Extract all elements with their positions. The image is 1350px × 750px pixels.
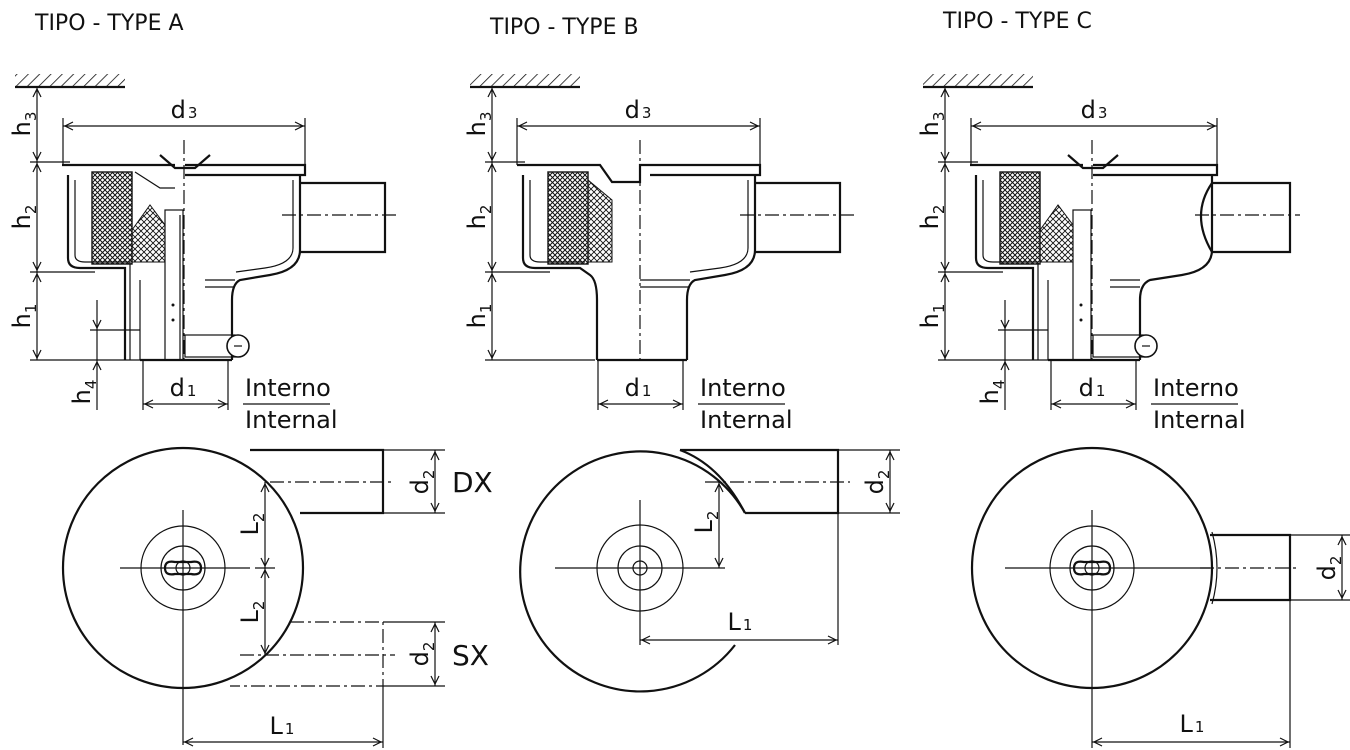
type-b-h3-label: h3 bbox=[463, 112, 495, 137]
type-c-d3-dimension bbox=[970, 118, 1218, 165]
type-b-title: TIPO - TYPE B bbox=[489, 15, 639, 40]
type-a-interno-label: Interno bbox=[245, 374, 331, 402]
type-c-ceiling-hatch bbox=[923, 74, 1033, 87]
type-a-plan-view bbox=[61, 446, 445, 748]
type-a-ceiling-hatch bbox=[15, 74, 125, 87]
type-b-internal-label: Internal bbox=[700, 406, 793, 434]
type-c-h4-label: h4 bbox=[976, 380, 1008, 405]
type-a-h1-label: h1 bbox=[8, 304, 40, 329]
type-c-h2-label: h2 bbox=[916, 205, 948, 230]
type-a-h2-label: h2 bbox=[8, 205, 40, 230]
type-a-body-section bbox=[62, 140, 400, 362]
type-b-filter-cartridge bbox=[547, 171, 589, 265]
type-c-h1-label: h1 bbox=[916, 304, 948, 329]
type-b-plan-view bbox=[519, 448, 900, 693]
type-c-interno-label: Interno bbox=[1153, 374, 1239, 402]
type-a-h3-label: h3 bbox=[8, 112, 40, 137]
type-b-ceiling-hatch bbox=[470, 74, 580, 87]
type-a-title: TIPO - TYPE A bbox=[34, 11, 184, 36]
type-c-body-section bbox=[970, 140, 1300, 362]
type-a-filter-cartridge bbox=[91, 171, 133, 265]
type-a-height-dimensions bbox=[30, 87, 140, 410]
type-c-d1-dimension bbox=[1050, 360, 1238, 410]
type-c-d2-label: d2 bbox=[1313, 556, 1345, 581]
type-b-d2-label: d2 bbox=[861, 470, 893, 495]
type-b-h1-label: h1 bbox=[463, 304, 495, 329]
type-b-d1-dimension bbox=[597, 360, 785, 410]
type-b-height-dimensions bbox=[485, 87, 595, 361]
type-b-d3-dimension bbox=[516, 118, 761, 165]
type-b-l2-label: L2 bbox=[690, 511, 722, 534]
type-a-d1-dimension bbox=[142, 360, 330, 410]
type-c-plan-view bbox=[970, 446, 1350, 748]
type-a-d2-sx-label: d2 bbox=[406, 642, 438, 667]
type-a-sx-label: SX bbox=[452, 639, 489, 672]
type-c-h3-label: h3 bbox=[916, 112, 948, 137]
type-a-d2-dx-label: d2 bbox=[406, 470, 438, 495]
type-a-l2-lower-label: L2 bbox=[236, 601, 268, 624]
type-a-dx-label: DX bbox=[452, 466, 493, 499]
type-a-internal-label: Internal bbox=[245, 406, 338, 434]
type-a-d3-dimension bbox=[62, 118, 306, 165]
type-b-interno-label: Interno bbox=[700, 374, 786, 402]
type-a-h4-label: h4 bbox=[68, 380, 100, 405]
type-c-title: TIPO - TYPE C bbox=[942, 9, 1092, 34]
type-b-plan-outline bbox=[519, 450, 746, 693]
type-b-body-section bbox=[517, 140, 855, 362]
type-c-filter-cartridge bbox=[999, 171, 1041, 265]
type-c-internal-label: Internal bbox=[1153, 406, 1246, 434]
type-b-h2-label: h2 bbox=[463, 205, 495, 230]
type-a-l2-upper-label: L2 bbox=[236, 513, 268, 536]
